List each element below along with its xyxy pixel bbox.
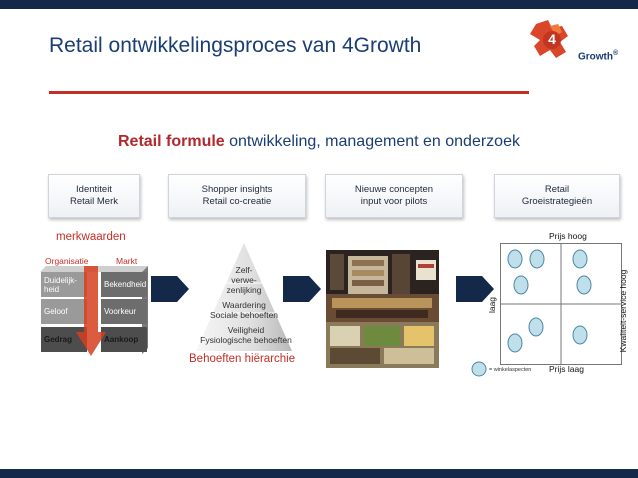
cell-voorkeur: Voorkeur [101, 299, 147, 324]
step-line2: Groeistrategieën [521, 196, 593, 207]
down-arrow-icon [76, 266, 106, 356]
winkelaspect-marker [529, 249, 545, 269]
top-bar [0, 0, 638, 9]
process-arrow-icon [283, 276, 321, 302]
step-line2: Retail Merk [69, 196, 119, 207]
logo-mark: 4 [548, 31, 556, 47]
cell-bekendheid: Bekendheid [101, 272, 147, 297]
matrix-top-label: Prijs hoog [549, 231, 587, 241]
section-subtitle: Retail formule ontwikkeling, management … [0, 133, 638, 151]
process-arrow-icon [151, 276, 189, 302]
step-line2: Retail co-creatie [202, 196, 272, 207]
winkelaspect-marker [572, 325, 588, 345]
winkelaspect-marker [513, 275, 529, 295]
step-line1: Nieuwe concepten [354, 184, 434, 195]
merkwaarden-title: merkwaarden [56, 231, 126, 243]
pyramid-level-bottom: Veiligheid Fysiologische behoeften [200, 325, 292, 345]
subtitle-bold: Retail formule [118, 133, 225, 150]
logo-reg: ® [613, 50, 619, 57]
winkelaspect-marker [576, 275, 592, 295]
bottom-bar [0, 469, 638, 478]
legend-text: = winkelaspecten [489, 367, 532, 373]
winkelaspect-marker [572, 249, 588, 269]
logo-brand-text: Growth [578, 51, 613, 63]
maslow-pyramid [196, 243, 292, 351]
pyramid-caption: Behoeften hiërarchie [189, 353, 296, 365]
cell-duidelijkheid: Duidelijk- heid [41, 272, 87, 297]
pyramid-level-middle: Waardering Sociale behoeften [209, 300, 279, 320]
process-arrow-icon [456, 276, 494, 302]
legend-marker-icon [471, 361, 487, 377]
matrix-left-label: laag [487, 296, 498, 314]
winkelaspect-marker [507, 249, 523, 269]
title-underline [49, 91, 529, 94]
page-title: Retail ontwikkelingsproces van 4Growth [49, 34, 422, 57]
subtitle-rest: ontwikkeling, management en onderzoek [224, 133, 520, 150]
step-line1: Retail [544, 184, 570, 195]
step-shopper-insights: Shopper insights Retail co-creatie [168, 174, 306, 218]
matrix-right-label: Kwaliteit-service hoog [618, 269, 628, 353]
pyramid-level-top: Zelf- verwe- zenlijking [226, 265, 262, 295]
matrix-bottom-label: Prijs laag [549, 364, 584, 374]
logo-brand: Growth® [578, 50, 618, 62]
cell-aankoop: Aankoop [101, 327, 147, 352]
cell-geloof: Geloof [41, 299, 87, 324]
step-nieuwe-concepten: Nieuwe concepten input voor pilots [325, 174, 463, 218]
organisatie-label: Organisatie [45, 256, 89, 266]
store-photo [326, 250, 439, 368]
markt-label: Markt [116, 256, 138, 266]
step-line1: Shopper insights [201, 184, 273, 195]
4growth-logo: 4 [530, 20, 568, 58]
step-line1: Identiteit [76, 184, 112, 195]
winkelaspect-marker [528, 317, 544, 337]
strategy-matrix [500, 243, 622, 365]
step-groeistrategieen: Retail Groeistrategieën [494, 174, 620, 218]
step-identiteit: Identiteit Retail Merk [48, 174, 140, 218]
step-line2: input voor pilots [360, 196, 428, 207]
winkelaspect-marker [507, 333, 523, 353]
cell-gedrag: Gedrag [41, 327, 87, 352]
